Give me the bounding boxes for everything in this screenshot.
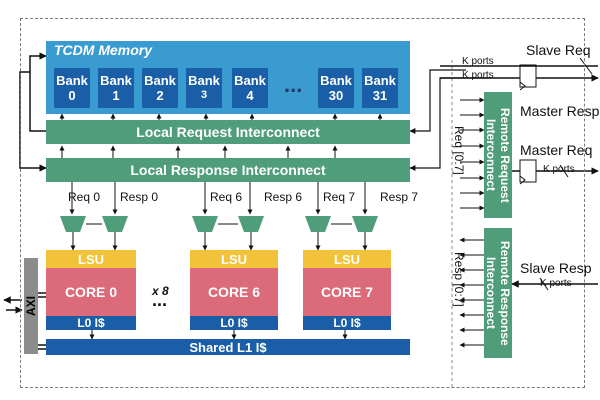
req0-label: Req 0 [68, 190, 101, 204]
resp0-label: Resp 0 [120, 190, 159, 204]
master-req-label: Master Req [520, 142, 593, 158]
req7-label: Req 7 [323, 190, 356, 204]
k-ports-label: K ports [540, 278, 572, 289]
axi-bus: AXI [24, 258, 38, 354]
remote-req-link [409, 69, 466, 134]
bank-label: Bank [188, 73, 220, 88]
bank-3: Bank 3 [186, 68, 222, 108]
bank-31: Bank 31 [362, 68, 398, 108]
bank-number: 1 [112, 88, 120, 103]
bank-number: 30 [328, 88, 344, 103]
register-box [519, 64, 537, 88]
bank-number: 0 [68, 88, 76, 103]
axi-label: AXI [24, 295, 39, 317]
master-resp-label: Master Resp [520, 103, 600, 119]
core-0: CORE 0 [46, 268, 136, 316]
remote-response-label: Remote Response Interconnect [484, 240, 512, 346]
bank-number: 2 [156, 88, 164, 103]
bank-number: 3 [200, 89, 208, 101]
remote-request-interconnect: Remote Request Interconnect [484, 92, 512, 218]
slave-resp-label: Slave Resp [520, 260, 592, 276]
remote-request-label: Remote Request Interconnect [484, 107, 512, 203]
bank-ellipsis: ... [284, 72, 303, 97]
cluster-border [20, 18, 585, 388]
slave-req-label: Slave Req [526, 42, 591, 58]
bank-label: Bank [56, 73, 88, 88]
tcdm-feed-line [29, 52, 47, 132]
bank-30: Bank 30 [318, 68, 354, 108]
bank-label: Bank [364, 73, 396, 88]
mux [60, 216, 86, 232]
k-ports-label: K ports [543, 164, 575, 175]
bank-number: 31 [372, 88, 388, 103]
resp7-label: Resp 7 [380, 190, 419, 204]
k-ports-label: K ports [462, 56, 494, 67]
bank-label: Bank [100, 73, 132, 88]
bank-4: Bank 4 [232, 68, 268, 108]
mux [238, 216, 264, 232]
bank-1: Bank 1 [98, 68, 134, 108]
mux [352, 216, 378, 232]
core-7: CORE 7 [303, 268, 391, 316]
bank-number: 4 [246, 88, 254, 103]
bank-label: Bank [320, 73, 352, 88]
core-multiplier: x 8 [152, 284, 169, 298]
core-ellipsis: ... [152, 290, 168, 310]
lsu-core-7: LSU [303, 250, 391, 268]
req-range-label: Req [0:7] [452, 126, 466, 175]
resp-range-label: Resp [0:7] [452, 252, 466, 307]
lsu-core-0: LSU [46, 250, 136, 268]
l0-cache-core-6: L0 I$ [190, 316, 278, 330]
bank-0: Bank 0 [54, 68, 90, 108]
k-ports-label: K ports [462, 70, 494, 81]
bank-label: Bank [234, 73, 266, 88]
lsu-core-6: LSU [190, 250, 278, 268]
resp6-label: Resp 6 [264, 190, 303, 204]
mux [192, 216, 218, 232]
tcdm-title: TCDM Memory [54, 42, 153, 58]
l0-cache-core-7: L0 I$ [303, 316, 391, 330]
local-request-interconnect: Local Request Interconnect [46, 120, 410, 144]
l0-cache-core-0: L0 I$ [46, 316, 136, 330]
remote-response-interconnect: Remote Response Interconnect [484, 228, 512, 358]
bank-label: Bank [144, 73, 176, 88]
mux [102, 216, 128, 232]
local-response-interconnect: Local Response Interconnect [46, 158, 410, 182]
bank-2: Bank 2 [142, 68, 178, 108]
req6-label: Req 6 [210, 190, 243, 204]
shared-l1-cache: Shared L1 I$ [46, 339, 410, 355]
core-6: CORE 6 [190, 268, 278, 316]
mux [305, 216, 331, 232]
